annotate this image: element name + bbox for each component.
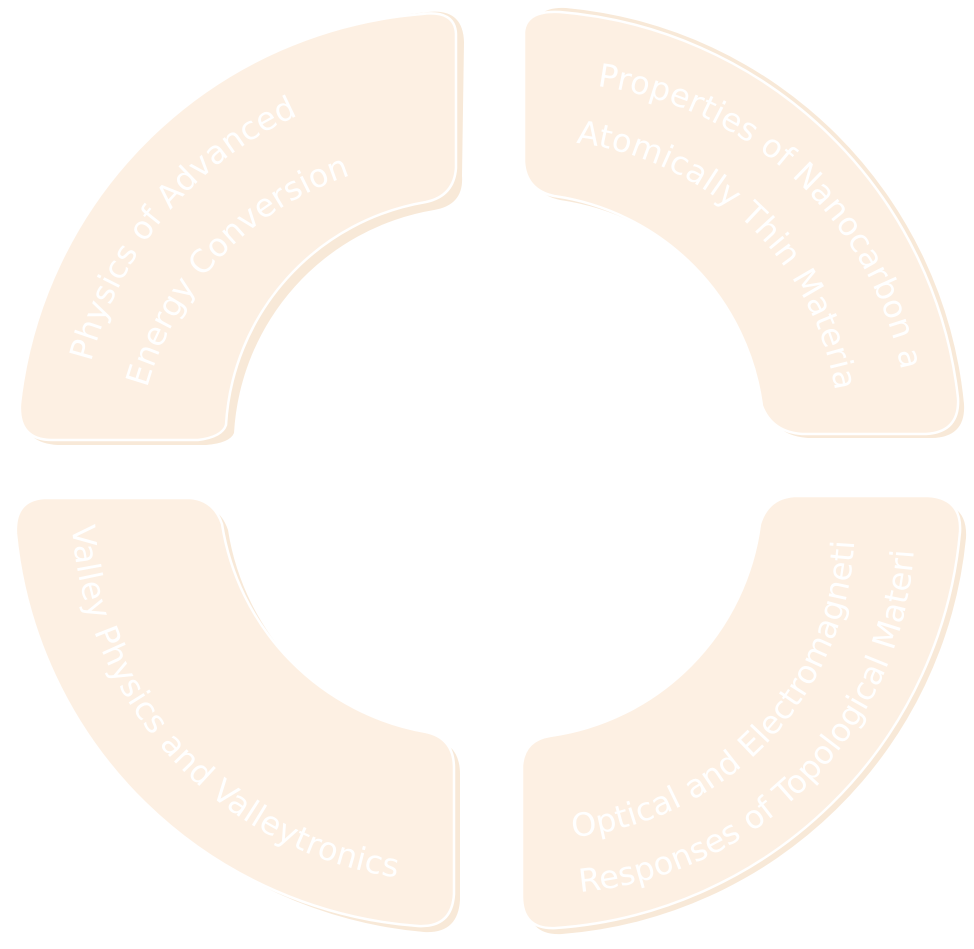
- segment-bottom-right-face: [520, 494, 962, 930]
- segment-bottom-left-face: [14, 496, 456, 928]
- segment-top-left-face: [18, 12, 458, 442]
- segment-top-right-face: [522, 10, 960, 436]
- segment-top-left: Physics of Advanced Energy Conversion: [18, 11, 465, 445]
- segment-bottom-left: Valley Physics and Valleytronics: [14, 496, 460, 933]
